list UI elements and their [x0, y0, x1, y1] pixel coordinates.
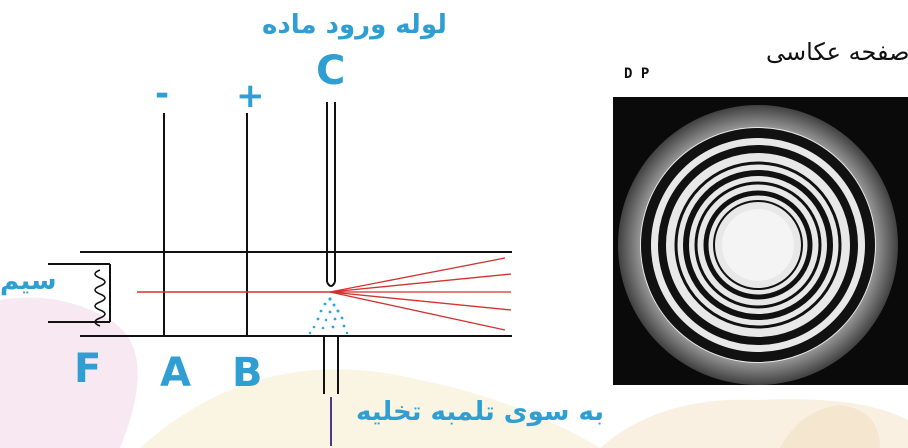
- plus-sign: +: [236, 76, 265, 116]
- sample-spray: [308, 297, 349, 335]
- ion-ray: [329, 291, 512, 311]
- ring: [703, 190, 813, 300]
- ion-ray-fan: [329, 257, 512, 331]
- ring: [658, 145, 858, 345]
- photo-plate-code: D P: [624, 66, 650, 82]
- ring: [641, 128, 875, 362]
- ring: [694, 181, 822, 309]
- bg-shape-bottom: [140, 369, 600, 448]
- ring: [713, 200, 803, 290]
- label-a: A: [160, 350, 191, 396]
- center-spot: [722, 209, 794, 281]
- label-b: B: [232, 350, 263, 396]
- wire-label: سیم: [0, 266, 57, 296]
- inlet-tube-tip: [326, 281, 336, 287]
- minus-sign: -: [155, 74, 170, 114]
- inlet-tube-title: لوله ورود ماده: [262, 10, 447, 40]
- vacuum-pump-label: به سوی تلمبه تخلیه: [356, 397, 605, 427]
- bg-shape-bottom-right: [780, 405, 880, 448]
- diffraction-rings: [613, 97, 908, 385]
- label-c: C: [316, 48, 346, 94]
- photo-plate-label: صفحه عکاسی: [766, 38, 908, 66]
- ring: [683, 170, 833, 320]
- filament-coil: [94, 269, 106, 327]
- ring: [674, 161, 842, 329]
- ion-ray: [329, 291, 506, 331]
- ion-ray: [329, 257, 506, 293]
- ion-ray: [329, 273, 512, 293]
- photographic-plate-image: [613, 97, 908, 385]
- label-f: F: [74, 346, 102, 392]
